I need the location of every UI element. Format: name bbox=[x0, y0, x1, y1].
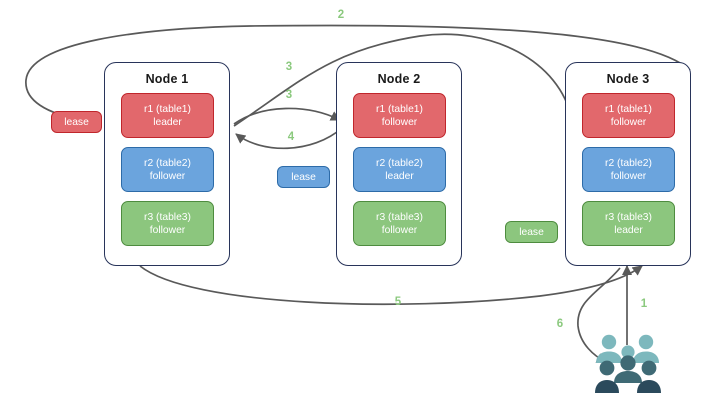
replica-name: r3 (table3) bbox=[144, 211, 191, 223]
replica-name: r1 (table1) bbox=[376, 103, 423, 115]
lease-chip-red[interactable]: lease bbox=[51, 111, 102, 133]
replica-role: follower bbox=[381, 224, 418, 236]
step-label-3-upper: 3 bbox=[285, 61, 293, 73]
replica-chip[interactable]: r3 (table3) follower bbox=[353, 201, 446, 246]
lease-chip-green[interactable]: lease bbox=[505, 221, 558, 243]
replica-chip[interactable]: r1 (table1) follower bbox=[582, 93, 675, 138]
replica-role: leader bbox=[614, 224, 643, 236]
replica-role: follower bbox=[381, 116, 418, 128]
replica-role: follower bbox=[149, 224, 186, 236]
step-label-3-lower: 3 bbox=[285, 89, 293, 101]
lease-chip-blue[interactable]: lease bbox=[277, 166, 330, 188]
node-box-2[interactable]: Node 2 r1 (table1) follower r2 (table2) … bbox=[336, 62, 462, 266]
replica-name: r2 (table2) bbox=[144, 157, 191, 169]
replica-name: r2 (table2) bbox=[605, 157, 652, 169]
replica-role: follower bbox=[610, 116, 647, 128]
replica-name: r2 (table2) bbox=[376, 157, 423, 169]
node-title: Node 2 bbox=[377, 72, 421, 86]
replica-name: r3 (table3) bbox=[376, 211, 423, 223]
arrow-step-3-to-node2 bbox=[233, 107, 341, 125]
replica-chip[interactable]: r1 (table1) leader bbox=[121, 93, 214, 138]
step-label-4: 4 bbox=[287, 131, 295, 143]
replica-name: r1 (table1) bbox=[144, 103, 191, 115]
replica-role: follower bbox=[149, 170, 186, 182]
replica-role: leader bbox=[385, 170, 414, 182]
step-label-2: 2 bbox=[337, 9, 345, 21]
node-title: Node 1 bbox=[145, 72, 189, 86]
replica-chip[interactable]: r3 (table3) leader bbox=[582, 201, 675, 246]
replica-role: leader bbox=[153, 116, 182, 128]
step-label-1: 1 bbox=[640, 298, 648, 310]
replica-name: r1 (table1) bbox=[605, 103, 652, 115]
replica-chip[interactable]: r1 (table1) follower bbox=[353, 93, 446, 138]
replica-name: r3 (table3) bbox=[605, 211, 652, 223]
node-box-1[interactable]: Node 1 r1 (table1) leader r2 (table2) fo… bbox=[104, 62, 230, 266]
people-group-icon bbox=[595, 334, 661, 393]
step-label-5: 5 bbox=[394, 296, 402, 308]
replica-chip[interactable]: r2 (table2) follower bbox=[121, 147, 214, 192]
node-box-3[interactable]: Node 3 r1 (table1) follower r2 (table2) … bbox=[565, 62, 691, 266]
replica-chip[interactable]: r2 (table2) follower bbox=[582, 147, 675, 192]
replica-role: follower bbox=[610, 170, 647, 182]
replica-chip[interactable]: r3 (table3) follower bbox=[121, 201, 214, 246]
step-label-6: 6 bbox=[556, 318, 564, 330]
node-title: Node 3 bbox=[606, 72, 650, 86]
replica-chip[interactable]: r2 (table2) leader bbox=[353, 147, 446, 192]
